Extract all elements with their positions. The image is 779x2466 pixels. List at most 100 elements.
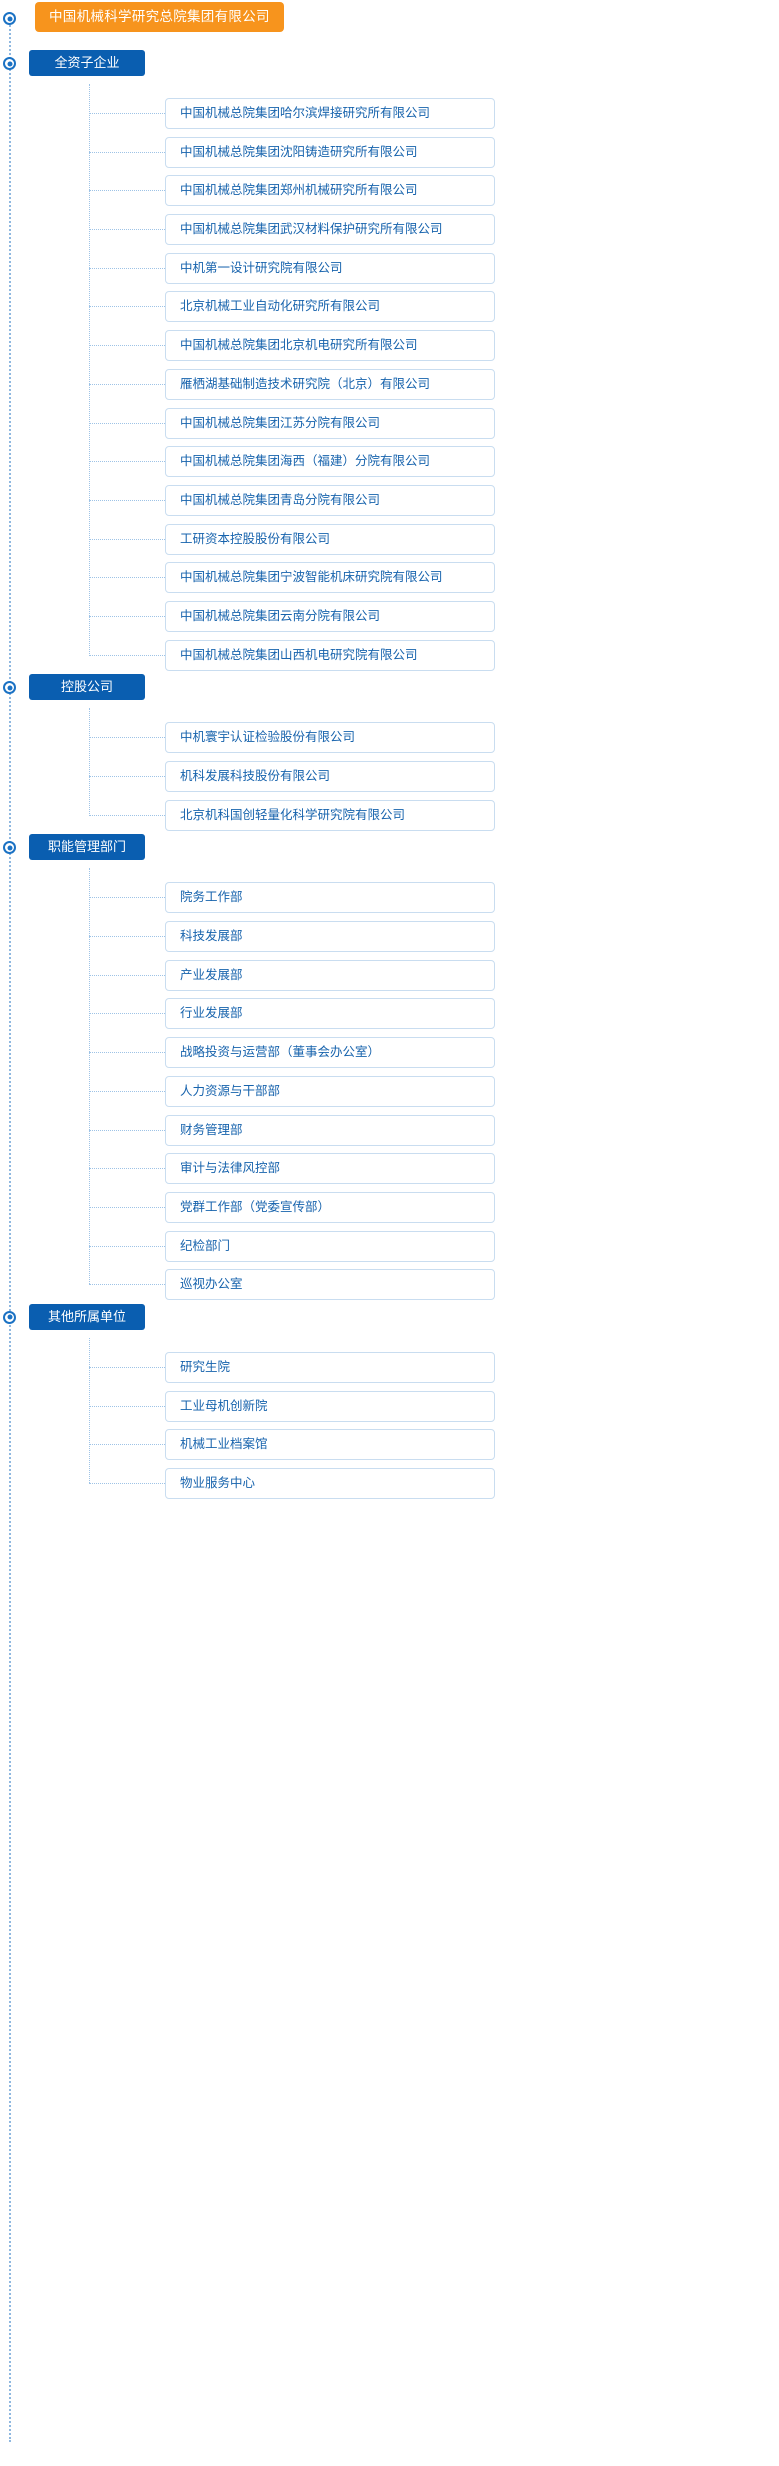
item-connector-line bbox=[89, 1284, 165, 1286]
org-unit-item[interactable]: 中国机械总院集团武汉材料保护研究所有限公司 bbox=[165, 214, 495, 246]
org-unit-item[interactable]: 物业服务中心 bbox=[165, 1468, 495, 1499]
item-connector-line bbox=[89, 422, 165, 424]
item-connector-line bbox=[89, 345, 165, 347]
org-unit-item[interactable]: 工业母机创新院 bbox=[165, 1390, 495, 1422]
org-unit-item[interactable]: 党群工作部（党委宣传部） bbox=[165, 1191, 495, 1223]
org-unit-item[interactable]: 院务工作部 bbox=[165, 882, 495, 914]
sections-container: 全资子企业中国机械总院集团哈尔滨焊接研究所有限公司中国机械总院集团沈阳铸造研究所… bbox=[0, 50, 779, 1503]
org-item-row: 雁栖湖基础制造技术研究院（北京）有限公司 bbox=[0, 365, 779, 404]
org-unit-item[interactable]: 中国机械总院集团宁波智能机床研究院有限公司 bbox=[165, 562, 495, 594]
item-connector-line bbox=[89, 974, 165, 976]
org-item-row: 工业母机创新院 bbox=[0, 1387, 779, 1426]
org-item-row: 党群工作部（党委宣传部） bbox=[0, 1188, 779, 1227]
branch-vertical-line bbox=[89, 708, 90, 815]
section-header: 全资子企业 bbox=[0, 50, 779, 94]
section-branch: 院务工作部科技发展部产业发展部行业发展部战略投资与运营部（董事会办公室） 人力资源… bbox=[0, 868, 779, 1304]
root-organization-chip[interactable]: 中国机械科学研究总院集团有限公司 bbox=[35, 2, 284, 32]
org-unit-item[interactable]: 中国机械总院集团云南分院有限公司 bbox=[165, 600, 495, 632]
org-unit-item[interactable]: 机科发展科技股份有限公司 bbox=[165, 761, 495, 792]
item-connector-line bbox=[89, 936, 165, 938]
item-connector-line bbox=[89, 737, 165, 739]
org-unit-item[interactable]: 中机第一设计研究院有限公司 bbox=[165, 252, 495, 284]
org-unit-item[interactable]: 中国机械总院集团青岛分院有限公司 bbox=[165, 484, 495, 516]
org-item-row: 院务工作部 bbox=[0, 878, 779, 917]
item-connector-line bbox=[89, 1052, 165, 1054]
org-item-row: 工研资本控股股份有限公司 bbox=[0, 520, 779, 559]
item-connector-line bbox=[89, 113, 165, 114]
branch-vertical-line bbox=[89, 868, 90, 1284]
org-item-row: 财务管理部 bbox=[0, 1111, 779, 1150]
org-unit-item[interactable]: 中国机械总院集团山西机电研究院有限公司 bbox=[165, 639, 495, 671]
org-item-row: 北京机械工业自动化研究所有限公司 bbox=[0, 287, 779, 326]
item-connector-line bbox=[89, 267, 165, 269]
org-unit-item[interactable]: 产业发展部 bbox=[165, 959, 495, 991]
org-item-row: 北京机科国创轻量化科学研究院有限公司 bbox=[0, 796, 779, 835]
org-unit-item[interactable]: 北京机械工业自动化研究所有限公司 bbox=[165, 291, 495, 323]
section-header: 控股公司 bbox=[0, 674, 779, 718]
item-connector-line bbox=[89, 306, 165, 308]
org-unit-item[interactable]: 审计与法律风控部 bbox=[165, 1153, 495, 1185]
item-connector-line bbox=[89, 383, 165, 385]
org-item-row: 科技发展部 bbox=[0, 917, 779, 956]
item-connector-line bbox=[89, 1090, 165, 1092]
section-title-chip[interactable]: 职能管理部门 bbox=[29, 834, 145, 861]
org-unit-item[interactable]: 纪检部门 bbox=[165, 1230, 495, 1262]
org-unit-item[interactable]: 雁栖湖基础制造技术研究院（北京）有限公司 bbox=[165, 368, 495, 400]
item-connector-line bbox=[89, 577, 165, 579]
item-connector-line bbox=[89, 1245, 165, 1247]
item-connector-line bbox=[89, 654, 165, 656]
org-unit-item[interactable]: 中国机械总院集团哈尔滨焊接研究所有限公司 bbox=[165, 98, 495, 129]
org-unit-item[interactable]: 中机寰宇认证检验股份有限公司 bbox=[165, 722, 495, 754]
section-node-marker-icon bbox=[3, 841, 16, 855]
org-item-row: 中国机械总院集团山西机电研究院有限公司 bbox=[0, 636, 779, 675]
org-unit-item[interactable]: 中国机械总院集团郑州机械研究所有限公司 bbox=[165, 175, 495, 207]
org-unit-item[interactable]: 中国机械总院集团沈阳铸造研究所有限公司 bbox=[165, 136, 495, 168]
org-unit-item[interactable]: 中国机械总院集团江苏分院有限公司 bbox=[165, 407, 495, 439]
item-connector-line bbox=[89, 151, 165, 153]
item-connector-line bbox=[89, 1405, 165, 1407]
org-item-row: 中国机械总院集团郑州机械研究所有限公司 bbox=[0, 171, 779, 210]
item-connector-line bbox=[89, 1366, 165, 1368]
org-item-row: 中国机械总院集团江苏分院有限公司 bbox=[0, 404, 779, 443]
org-section: 控股公司中机寰宇认证检验股份有限公司机科发展科技股份有限公司北京机科国创轻量化科… bbox=[0, 674, 779, 834]
org-unit-item[interactable]: 中国机械总院集团海西（福建）分院有限公司 bbox=[165, 446, 495, 478]
item-connector-line bbox=[89, 1483, 165, 1484]
section-title-chip[interactable]: 控股公司 bbox=[29, 674, 145, 701]
org-unit-item[interactable]: 科技发展部 bbox=[165, 921, 495, 953]
item-connector-line bbox=[89, 1129, 165, 1131]
org-unit-item[interactable]: 中国机械总院集团北京机电研究所有限公司 bbox=[165, 330, 495, 362]
org-unit-item[interactable]: 工研资本控股股份有限公司 bbox=[165, 523, 495, 555]
org-unit-item[interactable]: 战略投资与运营部（董事会办公室） bbox=[165, 1037, 495, 1069]
org-unit-item[interactable]: 财务管理部 bbox=[165, 1114, 495, 1146]
org-item-row: 行业发展部 bbox=[0, 994, 779, 1033]
org-item-row: 机械工业档案馆 bbox=[0, 1425, 779, 1464]
org-item-row: 中国机械总院集团宁波智能机床研究院有限公司 bbox=[0, 558, 779, 597]
org-unit-item[interactable]: 行业发展部 bbox=[165, 998, 495, 1030]
org-item-row: 机科发展科技股份有限公司 bbox=[0, 757, 779, 796]
org-section: 职能管理部门院务工作部科技发展部产业发展部行业发展部战略投资与运营部（董事会办公… bbox=[0, 834, 779, 1304]
org-unit-item[interactable]: 机械工业档案馆 bbox=[165, 1429, 495, 1461]
org-unit-item[interactable]: 北京机科国创轻量化科学研究院有限公司 bbox=[165, 799, 495, 831]
org-unit-item[interactable]: 研究生院 bbox=[165, 1351, 495, 1383]
item-connector-line bbox=[89, 1013, 165, 1015]
item-connector-line bbox=[89, 461, 165, 463]
item-connector-line bbox=[89, 1168, 165, 1170]
section-header: 其他所属单位 bbox=[0, 1303, 779, 1348]
section-title-chip[interactable]: 其他所属单位 bbox=[29, 1303, 145, 1330]
org-unit-item[interactable]: 巡视办公室 bbox=[165, 1269, 495, 1301]
section-branch: 中机寰宇认证检验股份有限公司机科发展科技股份有限公司北京机科国创轻量化科学研究院… bbox=[0, 708, 779, 835]
item-connector-line bbox=[89, 897, 165, 899]
org-item-row: 中国机械总院集团北京机电研究所有限公司 bbox=[0, 326, 779, 365]
section-node-marker-icon bbox=[3, 57, 16, 70]
section-branch: 研究生院工业母机创新院机械工业档案馆物业服务中心 bbox=[0, 1337, 779, 1503]
org-item-row: 巡视办公室 bbox=[0, 1265, 779, 1304]
section-node-marker-icon bbox=[3, 1310, 16, 1324]
section-node-marker-icon bbox=[3, 681, 16, 695]
org-unit-item[interactable]: 人力资源与干部部 bbox=[165, 1075, 495, 1107]
section-title-chip[interactable]: 全资子企业 bbox=[29, 50, 145, 76]
org-item-row: 中国机械总院集团云南分院有限公司 bbox=[0, 597, 779, 636]
item-connector-line bbox=[89, 499, 165, 501]
item-connector-line bbox=[89, 1444, 165, 1446]
org-item-row: 中国机械总院集团沈阳铸造研究所有限公司 bbox=[0, 133, 779, 172]
